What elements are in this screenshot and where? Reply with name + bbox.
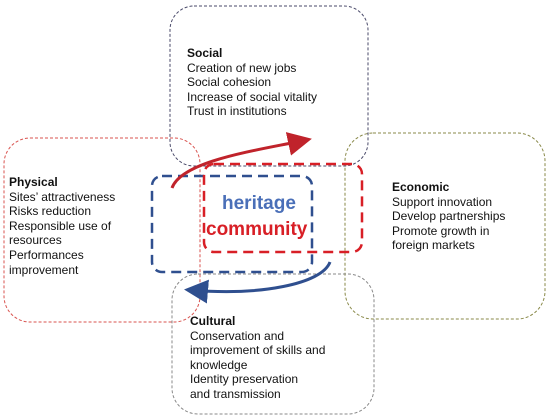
social-line: Trust in institutions: [187, 104, 287, 119]
red-curved-arrow: [170, 132, 312, 189]
community-label: community: [206, 219, 308, 240]
cultural-line: Identity preservation: [190, 372, 299, 387]
economic-line: foreign markets: [392, 238, 475, 253]
economic-line: Promote growth in: [392, 223, 490, 238]
cultural-line: Conservation and: [190, 328, 285, 343]
cultural-line: improvement of skills and: [190, 343, 326, 358]
community-box: [202, 162, 364, 254]
economic-line: Support innovation: [392, 194, 493, 209]
physical-line: Performances: [9, 247, 84, 262]
physical-title: Physical: [9, 175, 58, 189]
social-box: [169, 5, 369, 167]
heritage-box: [150, 174, 314, 274]
physical-box: [3, 137, 201, 323]
blue-curved-arrow: [184, 261, 332, 304]
cultural-line: and transmission: [190, 386, 281, 401]
economic-box: [344, 132, 546, 320]
physical-line: Responsible use of: [9, 218, 112, 233]
social-line: Increase of social vitality: [187, 89, 318, 104]
cultural-block: Cultural Conservation and improvement of…: [190, 314, 325, 402]
physical-line: Risks reduction: [9, 204, 92, 219]
social-line: Social cohesion: [187, 75, 272, 90]
cultural-line: knowledge: [190, 357, 248, 372]
physical-block: Physical Sites’ attractiveness Risks red…: [9, 175, 115, 277]
social-block: Social Creation of new jobs Social cohes…: [187, 46, 317, 119]
social-line: Creation of new jobs: [187, 60, 297, 75]
heritage-label: heritage: [222, 193, 296, 214]
physical-line: Sites’ attractiveness: [9, 189, 116, 204]
cultural-box: [171, 273, 375, 415]
economic-title: Economic: [392, 180, 450, 194]
physical-line: resources: [9, 233, 62, 248]
social-title: Social: [187, 46, 223, 60]
cultural-title: Cultural: [190, 314, 236, 328]
economic-block: Economic Support innovation Develop part…: [392, 180, 505, 253]
physical-line: improvement: [9, 262, 79, 277]
economic-line: Develop partnerships: [392, 209, 506, 224]
